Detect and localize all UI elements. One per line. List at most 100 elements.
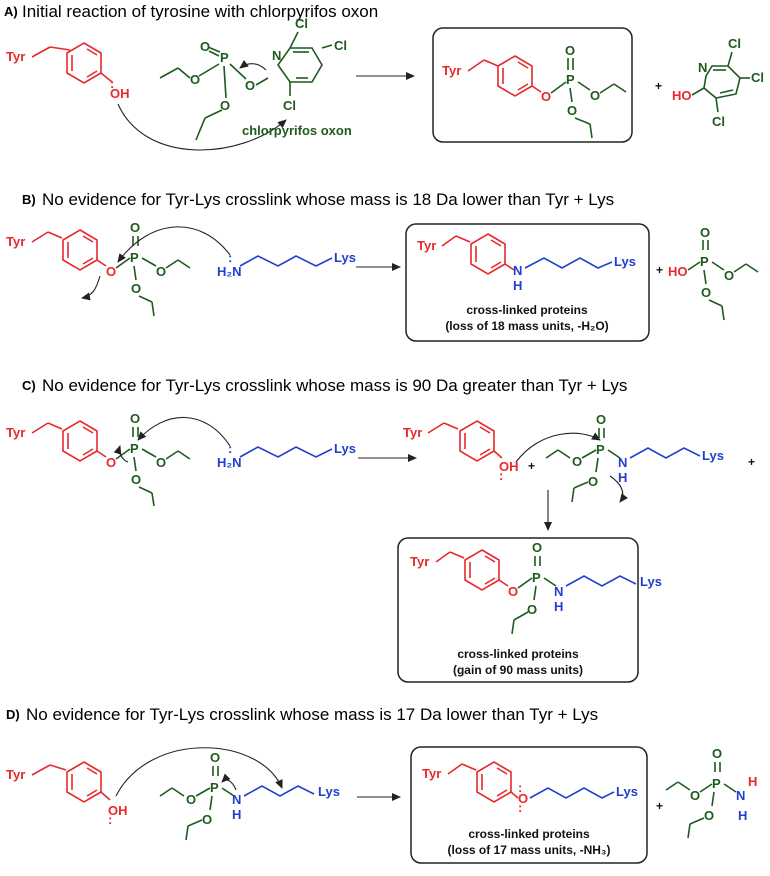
svg-text:O: O — [596, 412, 606, 427]
crosslink-d: Tyr O : : Lys cross-linked proteins (los… — [422, 761, 638, 857]
panel-a-title: Initial reaction of tyrosine with chlorp… — [22, 2, 378, 21]
svg-text:O: O — [724, 268, 734, 283]
lone-pair: : — [110, 76, 114, 91]
svg-text::: : — [518, 800, 522, 815]
svg-text:O: O — [130, 411, 140, 426]
trichloropyridinol: HO N Cl Cl Cl — [672, 36, 764, 129]
phosphorylated-tyrosine-b: Tyr O P O O O — [6, 220, 191, 317]
svg-text:P: P — [700, 254, 709, 269]
svg-text:P: P — [596, 442, 605, 457]
svg-text:OH: OH — [499, 459, 519, 474]
svg-text:O: O — [712, 746, 722, 761]
svg-text:O: O — [700, 225, 710, 240]
svg-text:O: O — [106, 455, 116, 470]
phosphoramidate-c: O P O N H Lys + O — [545, 412, 755, 503]
svg-text:Tyr: Tyr — [403, 425, 422, 440]
svg-text::: : — [228, 250, 232, 265]
panel-d: D) No evidence for Tyr-Lys crosslink who… — [6, 705, 757, 864]
svg-text:O: O — [130, 220, 140, 235]
caption-c-1: cross-linked proteins — [457, 647, 579, 661]
svg-text:O: O — [704, 808, 714, 823]
svg-text:Lys: Lys — [334, 441, 356, 456]
svg-text:Tyr: Tyr — [442, 63, 461, 78]
svg-text:N: N — [513, 263, 522, 278]
svg-text:H₂N: H₂N — [217, 455, 242, 470]
svg-text:+: + — [528, 459, 535, 473]
svg-text:O: O — [572, 454, 582, 469]
panel-a-letter: A) — [4, 4, 18, 19]
svg-text:O: O — [690, 788, 700, 803]
svg-text:H: H — [748, 774, 757, 789]
svg-text:Cl: Cl — [295, 16, 308, 31]
svg-text:O: O — [532, 540, 542, 555]
svg-text:Cl: Cl — [712, 114, 725, 129]
panel-a: A) Initial reaction of tyrosine with chl… — [4, 2, 764, 151]
product-box-c — [397, 537, 639, 683]
caption-b-1: cross-linked proteins — [466, 303, 588, 317]
svg-text:+: + — [748, 455, 755, 469]
panel-b-title: No evidence for Tyr-Lys crosslink whose … — [42, 190, 614, 209]
svg-text:O: O — [106, 264, 116, 279]
svg-text:P: P — [712, 776, 721, 791]
svg-text:Cl: Cl — [334, 38, 347, 53]
svg-text:Lys: Lys — [616, 784, 638, 799]
panel-d-title: No evidence for Tyr-Lys crosslink whose … — [26, 705, 598, 724]
svg-text::: : — [108, 812, 112, 827]
panel-c-letter: C) — [22, 378, 36, 393]
tyrosine-a: Tyr OH : — [6, 42, 130, 101]
chlorpyrifos-oxon: P O O O O N Cl Cl Cl chlorpyrifos — [159, 16, 352, 141]
svg-text:P: P — [532, 570, 541, 585]
panel-b: B) No evidence for Tyr-Lys crosslink who… — [6, 190, 759, 342]
svg-text:OH: OH — [108, 803, 128, 818]
svg-text:Cl: Cl — [283, 98, 296, 113]
caption-c-2: (gain of 90 mass units) — [453, 663, 583, 677]
svg-text:Tyr: Tyr — [6, 425, 25, 440]
svg-text:H: H — [618, 470, 627, 485]
svg-text:O: O — [508, 584, 518, 599]
svg-text:Lys: Lys — [318, 784, 340, 799]
svg-text:H: H — [513, 278, 522, 293]
svg-text:N: N — [618, 455, 627, 470]
svg-text:P: P — [220, 50, 229, 65]
lysine-c: H₂N : Lys — [217, 441, 356, 470]
svg-text:O: O — [202, 812, 212, 827]
svg-text:O: O — [588, 474, 598, 489]
svg-text:O: O — [186, 792, 196, 807]
svg-text:O: O — [200, 39, 210, 54]
svg-text:O: O — [220, 98, 230, 113]
panel-c: C) No evidence for Tyr-Lys crosslink who… — [6, 376, 755, 683]
svg-text:Cl: Cl — [751, 70, 764, 85]
tyr-label: Tyr — [6, 49, 25, 64]
svg-text:O: O — [565, 43, 575, 58]
svg-text:Cl: Cl — [728, 36, 741, 51]
svg-text:P: P — [566, 72, 575, 87]
svg-text:O: O — [190, 72, 200, 87]
svg-text:Tyr: Tyr — [6, 234, 25, 249]
svg-text:O: O — [518, 791, 528, 806]
svg-text:O: O — [701, 285, 711, 300]
phosphorylated-tyrosine: Tyr O P O O O — [442, 43, 627, 139]
caption-d-1: cross-linked proteins — [468, 827, 590, 841]
svg-text:Tyr: Tyr — [6, 767, 25, 782]
svg-text:O: O — [156, 455, 166, 470]
diethyl-phosphoramidate: O P O N H H O — [665, 746, 757, 839]
panel-b-letter: B) — [22, 192, 36, 207]
svg-text:Lys: Lys — [640, 574, 662, 589]
svg-text::: : — [518, 780, 522, 795]
svg-text:O: O — [131, 281, 141, 296]
svg-text:HO: HO — [668, 264, 688, 279]
svg-text:O: O — [156, 264, 166, 279]
svg-text:H: H — [232, 807, 241, 822]
caption-b-2: (loss of 18 mass units, -H₂O) — [445, 319, 608, 333]
svg-text:N: N — [272, 48, 281, 63]
svg-text:P: P — [130, 250, 139, 265]
phosphorylated-tyrosine-c: Tyr O P O O O — [6, 411, 191, 507]
svg-text:+: + — [656, 263, 663, 277]
svg-text:N: N — [736, 788, 745, 803]
svg-text:HO: HO — [672, 88, 692, 103]
svg-text:Tyr: Tyr — [417, 238, 436, 253]
svg-text:Tyr: Tyr — [422, 766, 441, 781]
svg-text:O: O — [527, 602, 537, 617]
svg-text:O: O — [245, 78, 255, 93]
